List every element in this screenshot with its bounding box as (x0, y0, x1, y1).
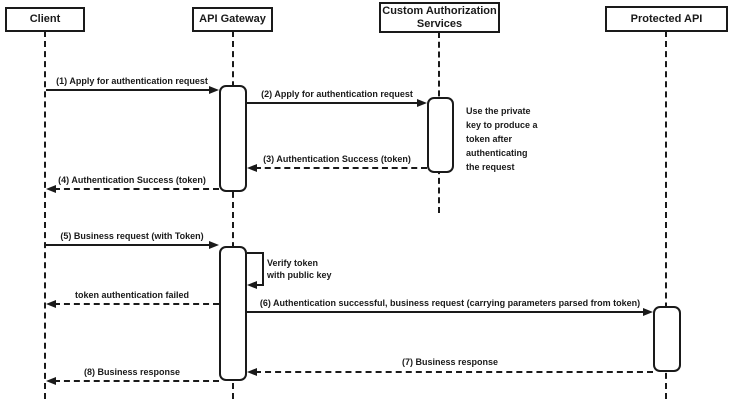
arrowhead-left-icon (247, 164, 257, 172)
message-line-fail (54, 303, 219, 305)
self-message-bottom-line (255, 284, 264, 286)
arrowhead-left-icon (247, 368, 257, 376)
activation-bar-custom-auth (427, 97, 454, 173)
message-label-fail: token authentication failed (74, 290, 190, 300)
message-line-8 (54, 380, 219, 382)
message-label-4: (4) Authentication Success (token) (58, 175, 206, 185)
message-label-3: (3) Authentication Success (token) (263, 154, 411, 164)
message-label-2: (2) Apply for authentication request (261, 89, 413, 99)
message-line-3 (255, 167, 427, 169)
arrowhead-right-icon (417, 99, 427, 107)
arrowhead-left-icon (46, 300, 56, 308)
lifeline-api-gateway (232, 31, 234, 399)
participant-box-protected-api: Protected API (605, 6, 728, 32)
participant-label-client: Client (29, 13, 61, 25)
message-label-8: (8) Business response (83, 367, 181, 377)
participant-label-protected-api: Protected API (630, 12, 703, 25)
message-line-4 (54, 188, 219, 190)
message-label-7: (7) Business response (401, 357, 499, 367)
arrowhead-left-icon (46, 185, 56, 193)
self-message-label: Verify token with public key (267, 258, 332, 280)
message-line-2 (247, 102, 419, 104)
activation-bar-api-gateway-2 (219, 246, 247, 381)
participant-label-api-gateway: API Gateway (199, 13, 266, 25)
message-line-1 (46, 89, 211, 91)
arrowhead-right-icon (643, 308, 653, 316)
message-label-5: (5) Business request (with Token) (60, 231, 204, 241)
lifeline-protected-api (665, 31, 667, 399)
participant-box-api-gateway: API Gateway (192, 7, 273, 32)
participant-box-client: Client (5, 7, 85, 32)
self-message-side-line (262, 252, 264, 285)
message-line-6 (247, 311, 645, 313)
arrowhead-right-icon (209, 86, 219, 94)
participant-box-custom-auth: Custom Authorization Services (379, 2, 500, 33)
activation-bar-api-gateway-1 (219, 85, 247, 192)
self-message-top-line (247, 252, 264, 254)
lifeline-client (44, 31, 46, 399)
message-label-6: (6) Authentication successful, business … (259, 298, 641, 308)
message-line-7 (255, 371, 653, 373)
note-text: Use the private key to produce a token a… (466, 106, 538, 172)
message-label-1: (1) Apply for authentication request (56, 76, 208, 86)
arrowhead-left-icon (46, 377, 56, 385)
arrowhead-left-icon (247, 281, 257, 289)
arrowhead-right-icon (209, 241, 219, 249)
participant-label-custom-auth: Custom Authorization Services (382, 4, 497, 30)
activation-bar-protected-api (653, 306, 681, 372)
message-line-5 (46, 244, 211, 246)
